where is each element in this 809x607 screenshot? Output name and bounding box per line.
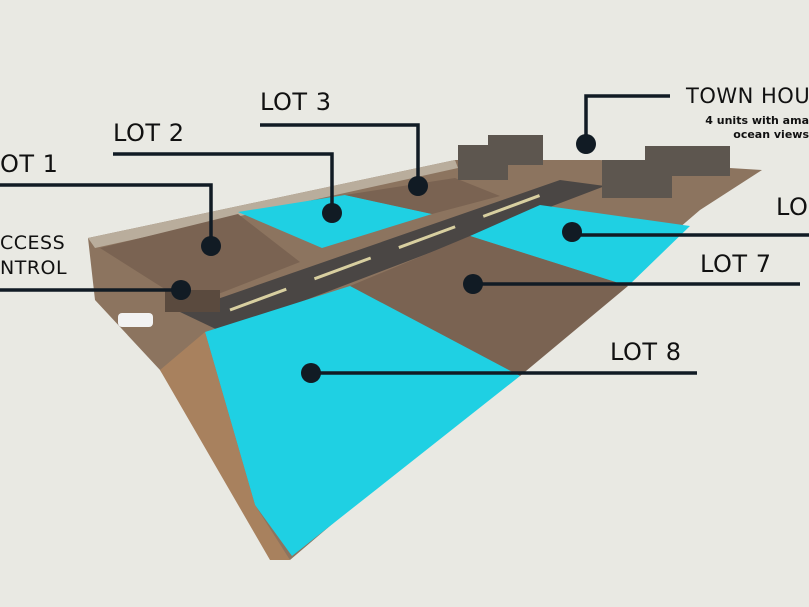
label-lot-3: LOT 3 — [260, 88, 332, 116]
label-lot-1: OT 1 — [0, 150, 59, 178]
perimeter-wall — [88, 160, 458, 248]
label-access-line2: NTROL — [0, 257, 68, 279]
lot-3[interactable] — [345, 178, 500, 214]
label-access-line1: CCESS — [0, 232, 66, 254]
marker-lot-3 — [408, 176, 428, 196]
marker-lot-7 — [463, 274, 483, 294]
marker-lot-2 — [322, 203, 342, 223]
marker-lot-1 — [201, 236, 221, 256]
lot-1[interactable] — [100, 214, 300, 305]
townhouses-subtitle-2: ocean views — [733, 128, 809, 141]
lot-6[interactable] — [470, 205, 690, 286]
label-lot-2: LOT 2 — [113, 119, 185, 147]
label-lot-6: LO — [776, 193, 809, 221]
road-median — [229, 186, 561, 312]
label-lot-8: LOT 8 — [610, 338, 682, 366]
marker-access-control — [171, 280, 191, 300]
lot-8[interactable] — [205, 286, 520, 556]
leader-lines — [0, 94, 809, 375]
marker-dots — [171, 134, 596, 383]
side-wall — [160, 332, 290, 560]
marker-lot-6 — [562, 222, 582, 242]
marker-lot-8 — [301, 363, 321, 383]
label-townhouses: TOWN HOU — [686, 84, 809, 108]
townhouses — [458, 135, 730, 198]
townhouses-subtitle-1: 4 units with ama — [705, 114, 809, 127]
road — [180, 180, 605, 332]
marker-townhouses — [576, 134, 596, 154]
label-lot-7: LOT 7 — [700, 250, 772, 278]
lot-7[interactable] — [350, 236, 628, 376]
car — [118, 313, 153, 327]
